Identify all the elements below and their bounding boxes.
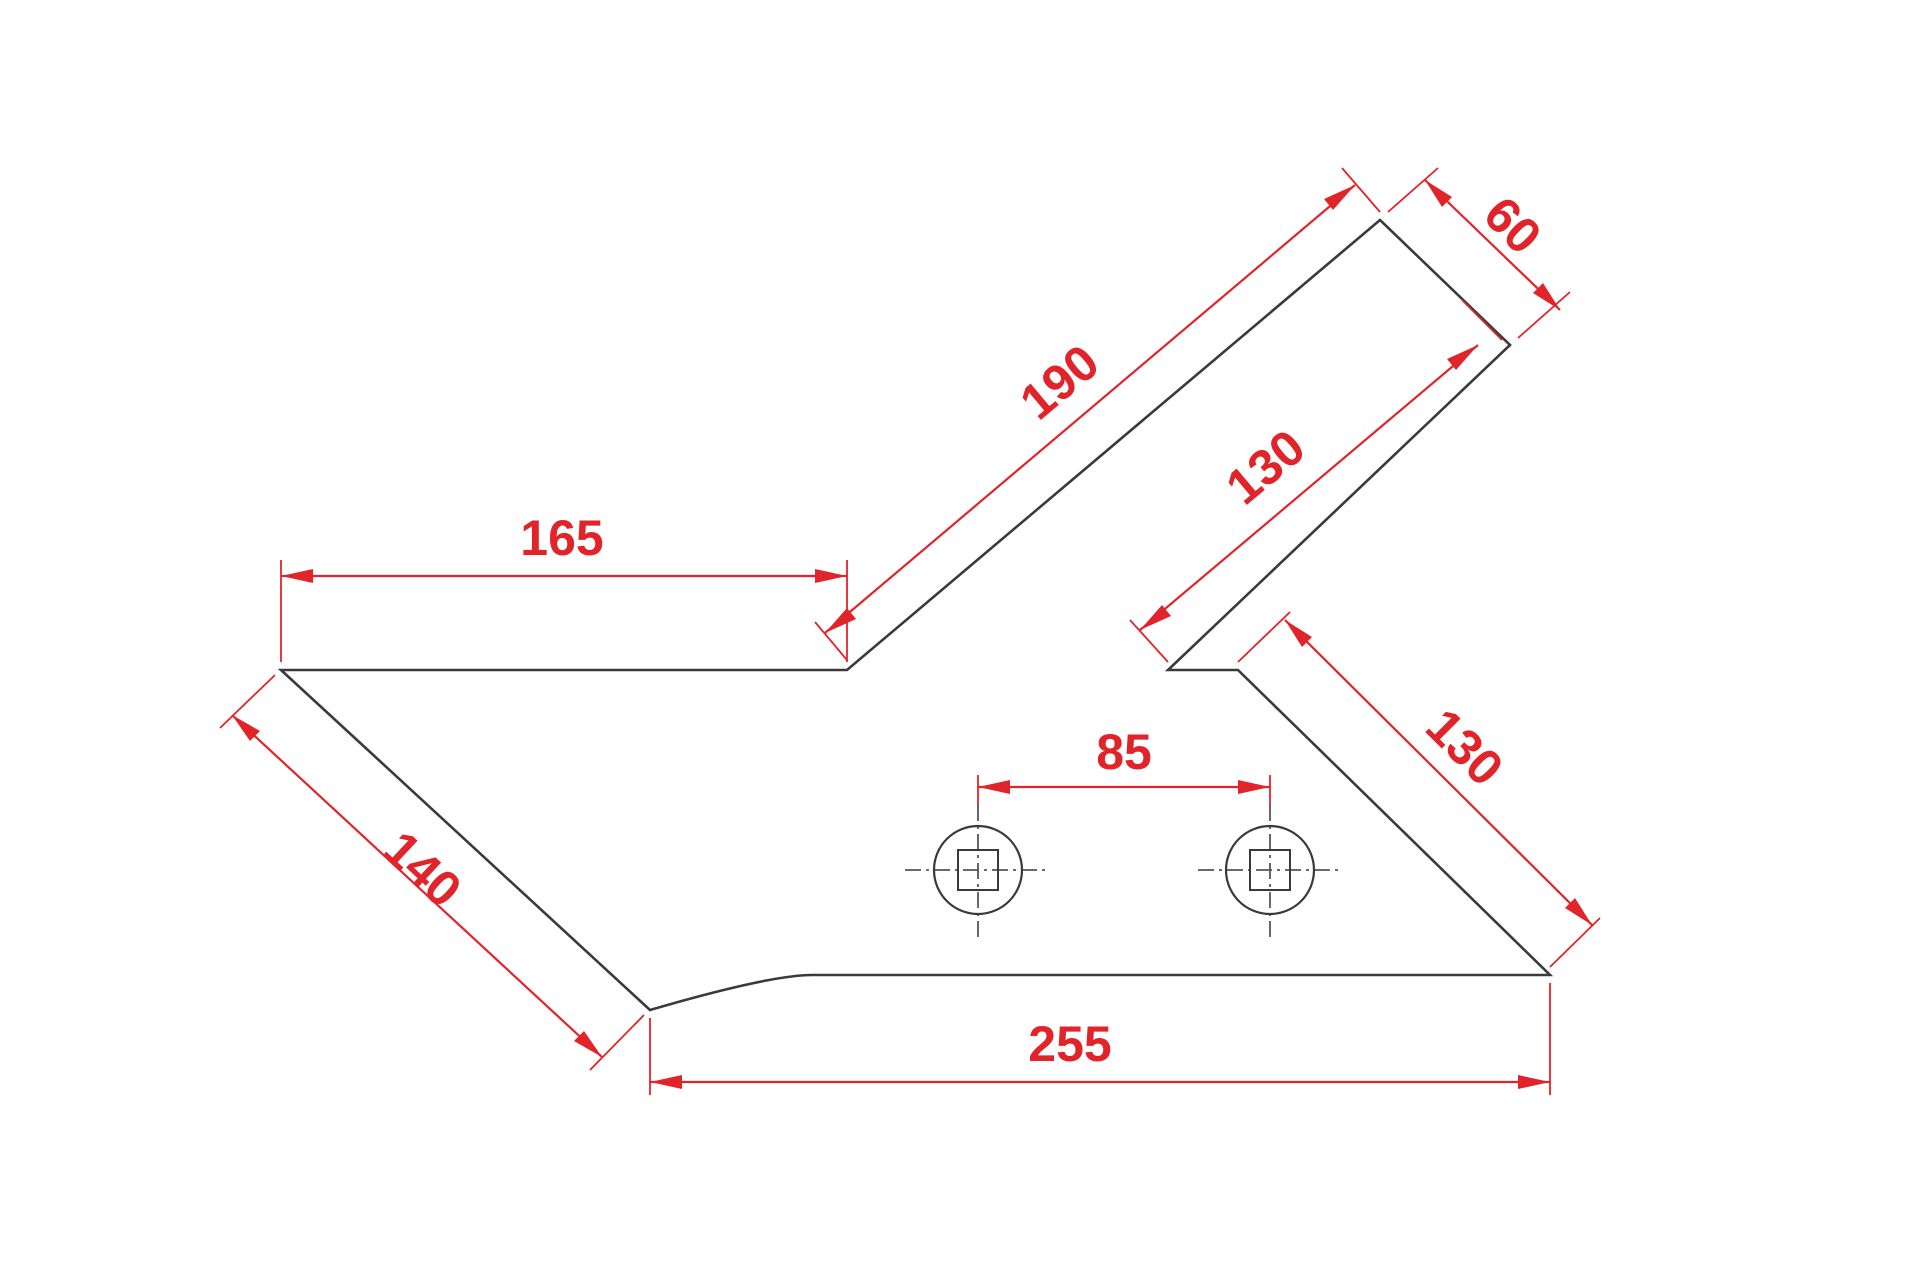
dimension-label-255: 255 [1028,1016,1111,1072]
dimension-255: 255 [649,983,1551,1095]
dimension-130-upper: 130 [1129,299,1503,663]
dimension-label-165: 165 [520,510,603,566]
mounting-hole-right [1198,805,1340,940]
dimension-140: 140 [219,674,645,1071]
dimension-label-130-upper: 130 [1216,419,1316,516]
dimension-165: 165 [280,510,848,662]
dimension-85: 85 [977,724,1271,805]
dimension-label-140: 140 [373,820,472,918]
dimension-label-190: 190 [1010,334,1110,431]
dimension-130-right: 130 [1237,611,1601,968]
part-outline [277,218,1554,1012]
dimension-label-85: 85 [1096,724,1152,780]
dimension-label-60: 60 [1473,186,1552,265]
mounting-hole-left [905,805,1050,940]
dimension-label-130-right: 130 [1415,698,1514,797]
dimension-190: 190 [814,167,1381,661]
